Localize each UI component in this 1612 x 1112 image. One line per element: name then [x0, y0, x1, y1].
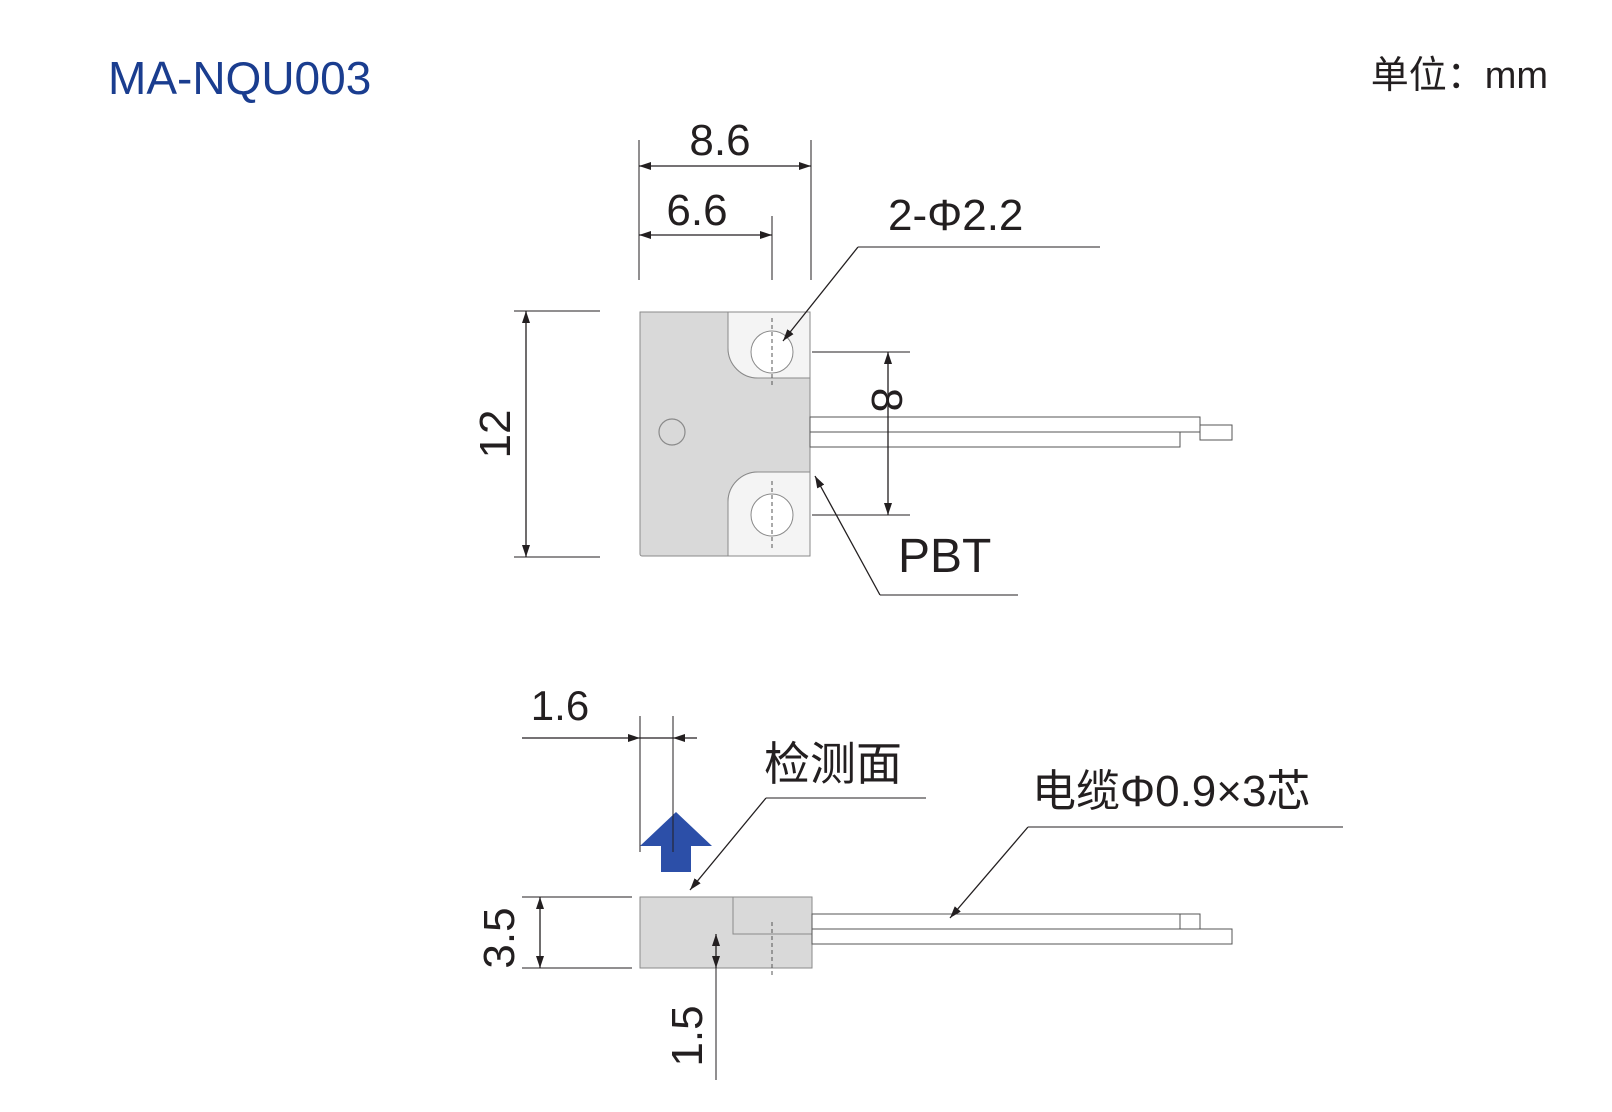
- dim-height: 12: [471, 410, 520, 459]
- mounting-hole-upper: [750, 330, 794, 374]
- cable-side-2: [1179, 913, 1201, 930]
- side-view: 1.6 3.5 1.5 检测面 电缆Φ0.9×3芯: [475, 682, 1343, 1080]
- mounting-hole-lower: [750, 493, 794, 537]
- sensor-body-side: [639, 896, 813, 969]
- detect-face-callout: 检测面: [764, 738, 902, 790]
- dim-offset: 1.6: [531, 682, 589, 729]
- dim-width-total: 8.6: [689, 116, 750, 165]
- hole-callout: 2-Φ2.2: [888, 191, 1023, 240]
- unit-label: 单位：mm: [1371, 55, 1548, 97]
- cable-side-1: [811, 913, 1181, 930]
- dim-hole-pitch: 8: [862, 388, 911, 412]
- marker-hole: [658, 418, 686, 446]
- cable-top-1: [809, 416, 1201, 433]
- drawing-title: MA-NQU003: [108, 52, 371, 104]
- top-view: 8.6 6.6 12 8 2-Φ2.2 PBT: [471, 116, 1233, 596]
- dim-width-inner: 6.6: [666, 186, 727, 235]
- dim-step: 1.5: [663, 1005, 712, 1066]
- cable-top-3: [809, 431, 1181, 448]
- step-line: [732, 897, 812, 935]
- cable-top-2: [1199, 424, 1233, 441]
- cable-callout: 电缆Φ0.9×3芯: [1032, 767, 1310, 816]
- material-callout: PBT: [898, 530, 991, 583]
- dim-side-height: 3.5: [475, 907, 524, 968]
- cable-side-3: [811, 928, 1233, 945]
- detect-direction-arrow: [640, 812, 712, 872]
